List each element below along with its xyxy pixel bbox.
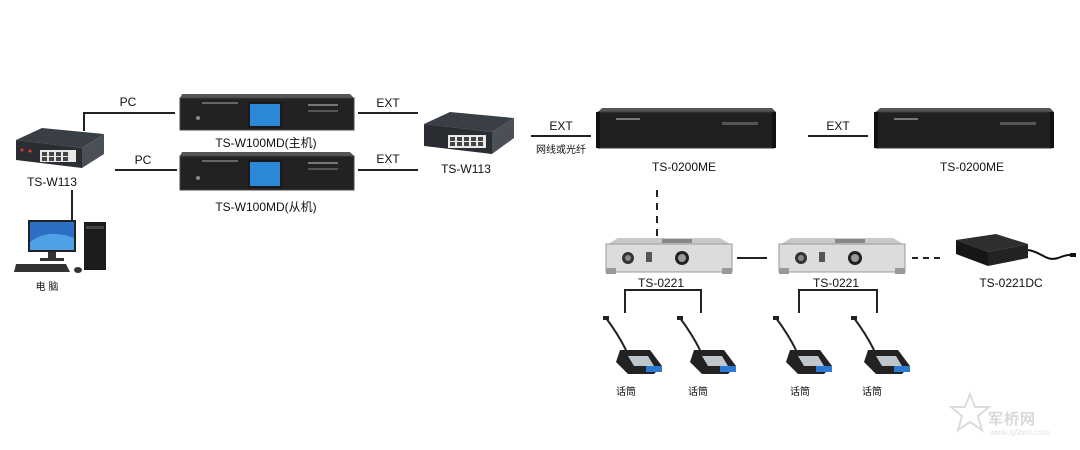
expander-1-device	[596, 108, 776, 149]
link-pc-top-horizontal	[83, 112, 175, 114]
link-label-ext-right: EXT	[826, 119, 850, 133]
label-expander-2: TS-0200ME	[939, 160, 1005, 174]
label-slave-unit: TS-W100MD(从机)	[215, 200, 317, 214]
label-unit-0221-a: TS-0221	[637, 276, 685, 290]
label-switch-mid: TS-W113	[441, 162, 491, 176]
mic-bracket-left	[624, 289, 702, 313]
link-label-ext-bottom: EXT	[376, 152, 400, 166]
host-unit-device	[179, 94, 355, 131]
link-label-pc-top: PC	[119, 95, 137, 109]
mic-4-device	[851, 316, 910, 374]
switch-mid-device	[424, 112, 514, 154]
unit-0221-a-device	[605, 238, 733, 274]
link-switch-to-pc	[71, 190, 73, 220]
mic-2-device	[677, 316, 736, 374]
label-pc: 电 脑	[35, 282, 59, 293]
link-ext-fiber	[531, 135, 591, 137]
link-label-ext-top: EXT	[376, 96, 400, 110]
label-mic-2: 话筒	[688, 387, 708, 398]
link-0221-chain	[737, 257, 767, 259]
watermark-url: www.sjfzxm.com	[990, 428, 1050, 437]
link-label-ext-fiber: EXT	[549, 119, 573, 133]
label-mic-1: 话筒	[616, 387, 636, 398]
link-ext-right	[808, 135, 868, 137]
label-power-supply: TS-0221DC	[979, 276, 1043, 290]
mic-bracket-right	[798, 289, 878, 313]
pc-computer-icon	[14, 220, 106, 273]
link-pc-top-vertical	[83, 113, 85, 131]
label-host-unit: TS-W100MD(主机)	[215, 136, 317, 150]
slave-unit-device	[179, 152, 355, 191]
power-supply-device	[956, 234, 1076, 266]
link-label-pc-bottom: PC	[134, 153, 152, 167]
link-dashed-vertical	[656, 190, 658, 236]
watermark-star-icon	[948, 391, 992, 433]
link-pc-bottom	[115, 169, 177, 171]
label-mic-3: 话筒	[790, 387, 810, 398]
link-ext-bottom	[358, 169, 418, 171]
unit-0221-b-device	[778, 238, 906, 274]
mic-3-device	[773, 316, 832, 374]
label-mic-4: 话筒	[862, 387, 882, 398]
switch-left-device	[16, 128, 104, 168]
label-expander-1: TS-0200ME	[651, 160, 717, 174]
mic-1-device	[603, 316, 662, 374]
link-ext-top	[358, 112, 418, 114]
expander-2-device	[874, 108, 1054, 149]
watermark-brand: 军桥网	[988, 411, 1037, 428]
link-dashed-power	[912, 257, 942, 259]
link-label-fiber-note: 网线或光纤	[536, 145, 586, 156]
label-switch-left: TS-W113	[27, 175, 77, 189]
label-unit-0221-b: TS-0221	[812, 276, 860, 290]
